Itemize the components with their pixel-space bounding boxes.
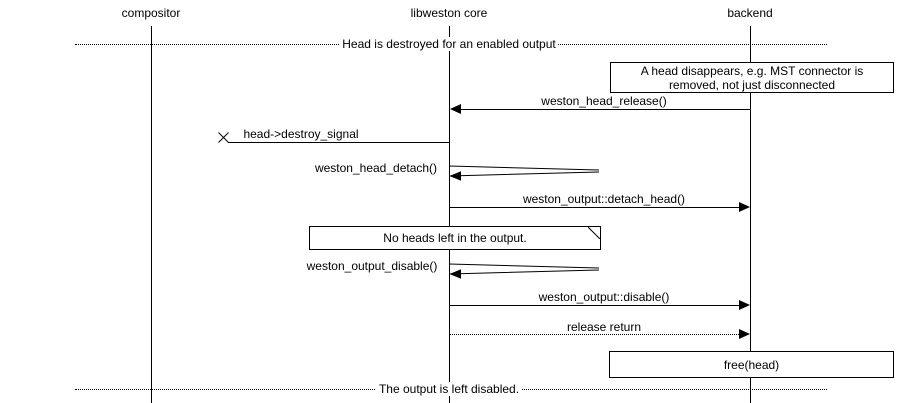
message-label-weston-head-detach: weston_head_detach() [314, 161, 438, 175]
message-arrowhead-weston-output-disable [739, 300, 750, 310]
note-free-head-text: free(head) [723, 357, 780, 372]
note-no-heads-left: No heads left in the output. [309, 226, 601, 250]
note-mst-connector: A head disappears, e.g. MST connector is… [610, 62, 894, 93]
message-line-head-destroy-signal [228, 142, 449, 143]
note-fold-corner-icon [588, 227, 600, 239]
lifeline-libweston-core [449, 26, 450, 403]
message-arrowhead-release-return [739, 329, 750, 339]
lifeline-backend [750, 26, 751, 403]
participant-label-libweston-core: libweston core [410, 6, 488, 20]
message-line-weston-head-release [456, 109, 750, 110]
message-line-release-return [449, 334, 741, 335]
divider-label-top: Head is destroyed for an enabled output [339, 37, 559, 51]
note-mst-line-1: A head disappears, e.g. MST connector is [640, 63, 864, 78]
note-no-heads-left-text: No heads left in the output. [383, 231, 527, 245]
divider-label-bottom: The output is left disabled. [375, 382, 523, 396]
message-arrowhead-weston-output-detach-head [739, 202, 750, 212]
message-label-release-return: release return [566, 320, 642, 334]
message-label-weston-head-release: weston_head_release() [541, 94, 667, 108]
message-label-head-destroy-signal: head->destroy_signal [243, 127, 359, 141]
message-line-weston-output-disable [449, 305, 741, 306]
lifeline-compositor [151, 26, 152, 403]
note-free-head: free(head) [609, 351, 894, 378]
message-label-weston-output-disable: weston_output::disable() [538, 290, 670, 304]
note-mst-line-2: removed, not just disconnected [668, 77, 836, 92]
message-arrowhead-weston-head-release [450, 104, 461, 114]
message-label-weston-output-disable-call: weston_output_disable() [306, 259, 438, 273]
participant-label-backend: backend [727, 6, 773, 20]
participant-label-compositor: compositor [121, 6, 181, 20]
self-message-loop-weston-output-disable [449, 263, 600, 279]
message-line-weston-output-detach-head [449, 207, 741, 208]
self-message-loop-weston-head-detach [449, 165, 600, 181]
lost-message-x-icon [218, 132, 229, 143]
message-label-weston-output-detach-head: weston_output::detach_head() [522, 192, 686, 206]
